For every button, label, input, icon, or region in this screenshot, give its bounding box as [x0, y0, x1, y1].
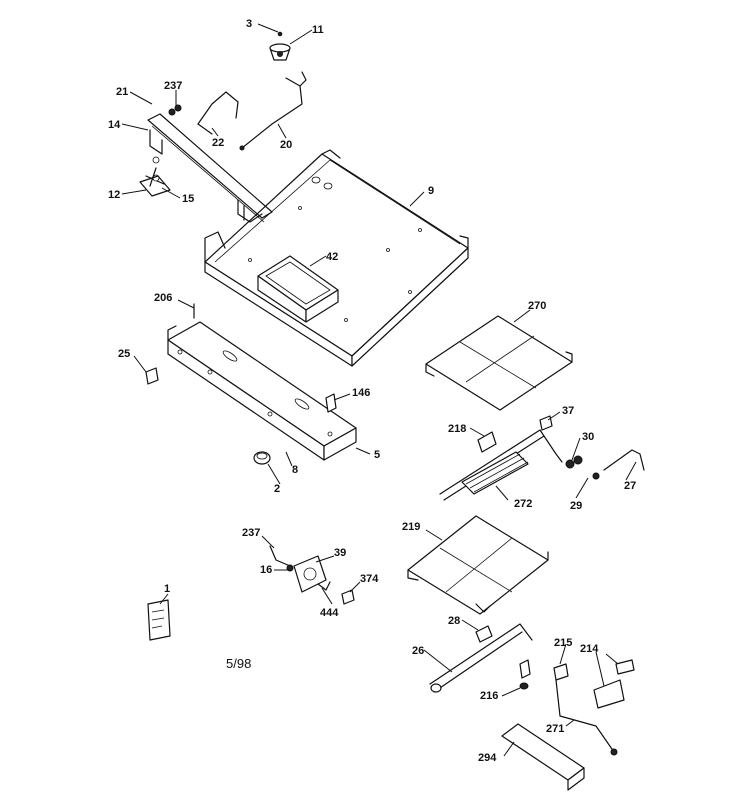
- gas-regulator-part: [269, 545, 355, 605]
- knob-part: [253, 451, 271, 465]
- callout-218: 218: [448, 423, 466, 435]
- callout-214: 214: [580, 643, 599, 655]
- callout-16: 16: [260, 564, 272, 576]
- callout-14: 14: [108, 119, 121, 131]
- broiler-baffle-part: [425, 315, 573, 411]
- callout-39: 39: [334, 547, 346, 559]
- small-clip-parts: [145, 303, 337, 413]
- revision-date-note: 5/98: [226, 656, 251, 671]
- callout-26: 26: [412, 645, 424, 657]
- callout-219: 219: [402, 521, 420, 533]
- callout-11: 11: [312, 24, 324, 36]
- callout-5: 5: [374, 449, 380, 461]
- callout-20: 20: [280, 139, 292, 151]
- callout-146: 146: [352, 387, 370, 399]
- callout-206: 206: [154, 292, 172, 304]
- bracket-part: [501, 723, 585, 791]
- callout-237-lower: 237: [242, 527, 260, 539]
- literature-part: [147, 599, 171, 641]
- callout-15: 15: [182, 193, 194, 205]
- orifice-hood-part: [269, 31, 291, 61]
- callout-42: 42: [326, 251, 338, 263]
- callout-21: 21: [116, 86, 128, 98]
- callout-270: 270: [528, 300, 546, 312]
- callout-271: 271: [546, 723, 564, 735]
- callout-216: 216: [480, 690, 498, 702]
- callout-27: 27: [624, 480, 636, 492]
- callout-37: 37: [562, 405, 574, 417]
- callout-12: 12: [108, 189, 120, 201]
- callout-444: 444: [320, 607, 339, 619]
- igniter-parts: [519, 659, 635, 756]
- bottom-baffle-part: [407, 515, 549, 615]
- callout-272: 272: [514, 498, 532, 510]
- callout-labels: 3 11 21 237 14 22 20 9 12 15 42 206 270 …: [108, 18, 636, 764]
- callout-22: 22: [212, 137, 224, 149]
- burner-box-part: [257, 255, 339, 323]
- callout-1: 1: [164, 583, 170, 595]
- callout-294: 294: [478, 752, 497, 764]
- callout-30: 30: [582, 431, 594, 443]
- callout-29: 29: [570, 500, 582, 512]
- callout-3: 3: [246, 18, 252, 30]
- callout-2: 2: [274, 483, 280, 495]
- manifold-pipe-part: [139, 104, 273, 223]
- leader-lines: [121, 23, 637, 757]
- bake-burner-tube-part: [429, 623, 533, 693]
- callout-9: 9: [428, 185, 434, 197]
- callout-215: 215: [554, 637, 572, 649]
- callout-374: 374: [360, 573, 379, 585]
- callout-25: 25: [118, 348, 130, 360]
- cooktop-pan-part: [204, 149, 469, 367]
- flame-spreader-part: [461, 451, 529, 495]
- callout-8: 8: [292, 464, 298, 476]
- callout-28: 28: [448, 615, 460, 627]
- callout-237-top: 237: [164, 80, 182, 92]
- manifold-panel-part: [167, 321, 357, 461]
- thermocouple-wires: [197, 71, 307, 151]
